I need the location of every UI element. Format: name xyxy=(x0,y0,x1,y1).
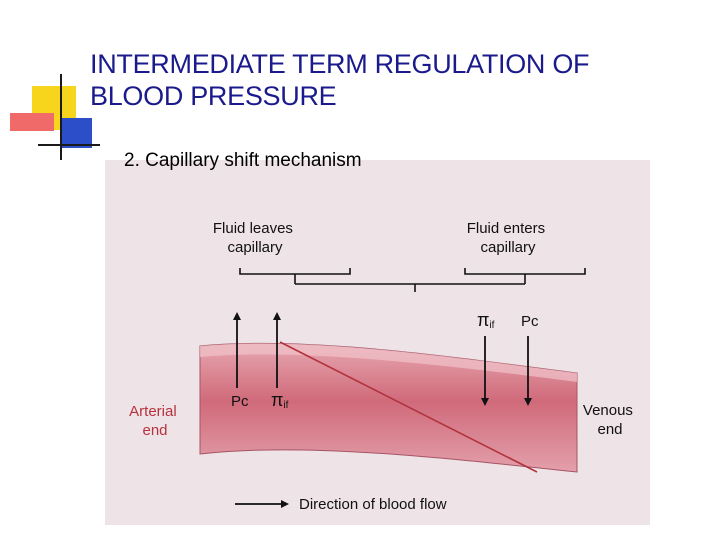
slide-title: INTERMEDIATE TERM REGULATION OF BLOOD PR… xyxy=(90,48,690,112)
arterial-end-label: Arterial end xyxy=(129,403,181,439)
capillary-diagram: Fluid leaves capillary Fluid enters capi… xyxy=(105,160,650,525)
pi-if-label-top: πif xyxy=(477,310,495,331)
title-line-1: INTERMEDIATE TERM REGULATION OF xyxy=(90,49,590,79)
deco-red-square xyxy=(10,113,54,131)
bracket-fluid-enters xyxy=(414,268,586,292)
deco-blue-square xyxy=(60,118,92,148)
slide-subtitle: 2. Capillary shift mechanism xyxy=(124,150,362,171)
pressure-gradient-line xyxy=(279,341,538,473)
title-line-2: BLOOD PRESSURE xyxy=(90,81,337,111)
deco-horizontal-line xyxy=(38,144,100,146)
vessel-top-band xyxy=(200,343,577,382)
capillary-figure: Fluid leaves capillary Fluid enters capi… xyxy=(105,160,650,525)
fluid-enters-label: Fluid enters capillary xyxy=(467,220,550,256)
fluid-leaves-label: Fluid leaves capillary xyxy=(213,220,297,256)
bracket-fluid-leaves xyxy=(239,268,415,285)
pi-if-label-bottom: πif xyxy=(271,390,289,411)
flow-direction-label: Direction of blood flow xyxy=(299,496,447,513)
pc-label-top: Pc xyxy=(521,313,539,330)
pc-label-bottom: Pc xyxy=(231,393,249,410)
deco-vertical-line xyxy=(60,74,62,160)
venous-end-label: Venous end xyxy=(583,402,637,438)
